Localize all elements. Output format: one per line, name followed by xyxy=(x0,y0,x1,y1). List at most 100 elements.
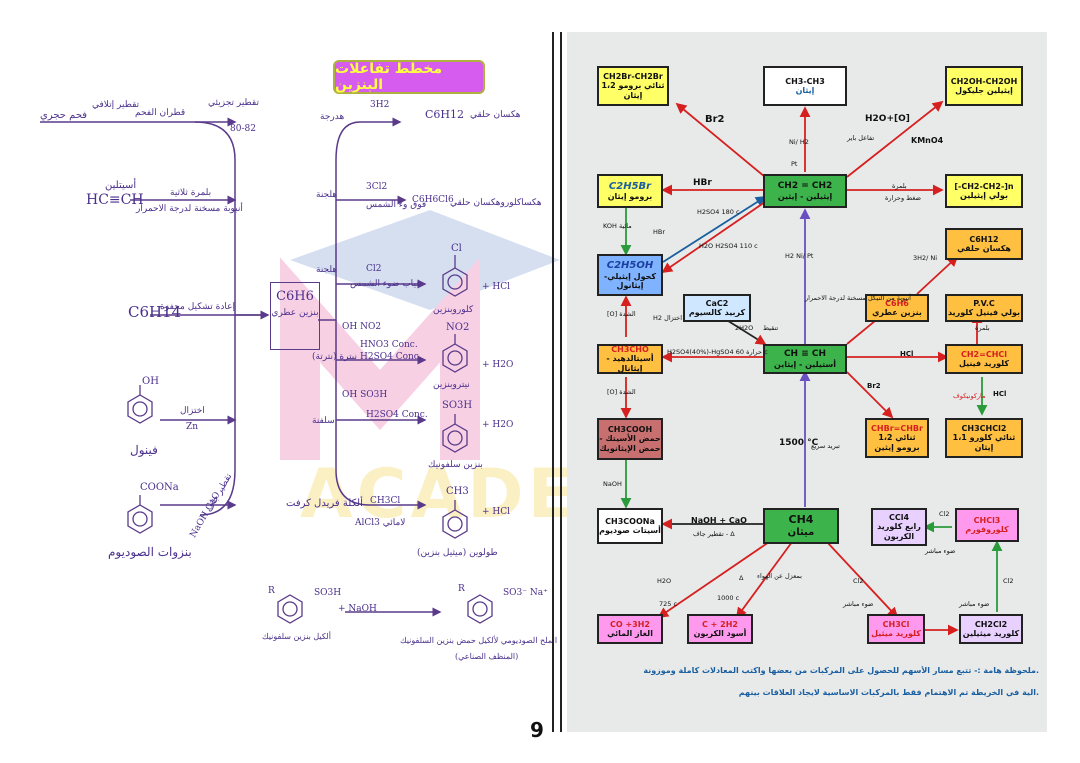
lbl-h2o-h2so4: H2O H2SO4 110 c xyxy=(699,242,758,250)
ch3-group: CH3 xyxy=(446,486,469,497)
h2so4-reagent-2: H2SO4 Conc. xyxy=(366,410,428,420)
cac2-formula: CaC2 xyxy=(705,298,729,308)
watergas-formula: CO +3H2 xyxy=(610,619,650,629)
lbl-h2o: H2O xyxy=(657,577,672,585)
detergent-note: (المنظف الصناعي) xyxy=(455,652,519,661)
glycol-formula: CH2OH-CH2OH xyxy=(950,76,1018,86)
left-page: ACADEMY مخطط تفاعلات البنزين xyxy=(40,60,699,742)
trimerization-label: بلمرة ثلاثية xyxy=(170,188,212,198)
dichloromethane-formula: CH2Cl2 xyxy=(974,619,1008,629)
benzene-formula: C6H6 xyxy=(276,289,314,304)
acetaldehyde-name: أسيتالدهيد - إيثانال xyxy=(606,354,654,373)
polyethylene-formula: [-CH2-CH2-]n xyxy=(954,181,1014,191)
lbl-hgso4: H2SO4(40%)-HgSO4 حرارة 60 c xyxy=(667,348,768,356)
lbl-cl2a: Cl2 xyxy=(939,510,950,518)
lbl-h2o-o: H2O+[O] xyxy=(865,114,910,124)
lbl-br2b: Br2 xyxy=(867,382,881,390)
cl2-3-reagent: 3Cl2 xyxy=(366,182,388,192)
lbl-1000: 1000 c xyxy=(717,594,740,602)
lbl-o-sharp2: [O] الشدة xyxy=(607,388,636,396)
coal-label: فحم حجري xyxy=(40,110,88,121)
lbl-1500: 1500 °C xyxy=(779,438,819,448)
detergent-name: الملح الصوديومي لألكيل حمض بنزين السلفون… xyxy=(400,636,558,645)
polyethylene-name: بولي إيثيلين xyxy=(960,191,1008,200)
r-group-1: R xyxy=(268,586,275,596)
dichloromethane-name: كلوريد ميثيلين xyxy=(962,629,1020,638)
red-hot-tube-label: أنبوبة مسخنة لدرجة الاحمرار xyxy=(136,204,243,214)
fractional-distill-label: تقطير تجزيئي xyxy=(208,98,259,108)
benzenesulfonic-name: بنزين سلفونيك xyxy=(428,460,483,470)
ethanol-formula: C2H5OH xyxy=(606,260,654,272)
lbl-polym: بلمرة xyxy=(892,182,907,190)
page-divider xyxy=(552,32,562,732)
lbl-h2-red: H2 اختزال xyxy=(653,314,682,322)
lbl-sun3: ضوء مباشر xyxy=(959,600,990,608)
lbl-sun2: ضوء مباشر xyxy=(843,600,874,608)
acetic-name: حمض الأسيتك - حمض الإيثانويك xyxy=(599,434,661,453)
methylchloride-formula: CH3Cl xyxy=(882,619,910,629)
vinyl-name: كلوريد فينيل xyxy=(958,359,1010,368)
zn-label: Zn xyxy=(186,422,199,432)
ccl4-formula: CCl4 xyxy=(888,513,910,523)
cyclohexane-name-r: هكسان حلقي xyxy=(957,244,1011,253)
lbl-cl2c: Cl2 xyxy=(853,577,864,585)
h2-reagent: 3H2 xyxy=(370,100,390,110)
halogenation-label-1: هلجنة xyxy=(316,190,338,200)
right-arrows xyxy=(620,100,1003,636)
lbl-polym2: بلمرة xyxy=(975,324,990,332)
no-sunlight-label: غياب ضوء الشمس xyxy=(350,279,421,289)
note-1: ملحوظة هامة :- تتبع مسار الأسهم للحصول ع… xyxy=(643,666,1039,675)
no2-group: NO2 xyxy=(446,322,470,333)
lbl-markov: ماركونيكوف xyxy=(953,392,986,400)
h2so4-reagent-1: H2SO4 Conc. xyxy=(360,352,422,362)
lbl-nih2: Ni/ H2 xyxy=(789,138,809,146)
lbl-o-sharp: [O] الشدة xyxy=(607,310,636,318)
phenol-oh: OH xyxy=(142,376,159,387)
lbl-naoh-cao: NaOH + CaO xyxy=(691,516,747,525)
dichloroethane-formula: CH3CHCl2 xyxy=(961,424,1007,434)
lbl-kmno4: KMnO4 xyxy=(911,136,944,145)
note-2: الية في الخريطة تم الاهتمام فقط بالمركبا… xyxy=(738,688,1039,697)
h2o-byproduct-1: + H2O xyxy=(482,360,514,370)
naoh-reagent: + NaOH xyxy=(338,604,377,614)
reduction-label: اختزال xyxy=(180,406,205,416)
cl2-reagent: Cl2 xyxy=(366,264,382,274)
reforming-label: إعادة تشكيل محفزة xyxy=(160,302,235,312)
ccl4-name: رابع كلوريد الكربون xyxy=(877,522,921,541)
vinyl-formula: CH2=CHCl xyxy=(960,349,1007,359)
hcl-byproduct-1: + HCl xyxy=(482,282,511,292)
benzene-box: C6H6 بنزين عطري xyxy=(270,282,320,350)
ch3cl-reagent: CH3Cl xyxy=(370,496,401,506)
lbl-sun: ضوء مباشر xyxy=(925,547,956,555)
lbl-h2so4-180: H2SO4 180 c xyxy=(697,208,740,216)
cl-group: Cl xyxy=(451,243,462,254)
methylchloride-name: كلوريد ميثيل xyxy=(871,629,921,638)
lbl-br2: Br2 xyxy=(705,114,725,125)
methane-name: ميثان xyxy=(787,526,815,538)
acetylene-formula: HC≡CH xyxy=(86,192,144,208)
so3h-group: SO3H xyxy=(442,400,473,411)
chloroform-name: كلوروفورم xyxy=(965,525,1009,534)
cyclohexane-name: هكسان حلقي xyxy=(470,110,521,120)
phenol-name: فينول xyxy=(130,443,158,457)
ethylene-name: إيثيلين - إيثين xyxy=(777,191,833,201)
cyclohexane-formula: C6H12 xyxy=(425,108,465,121)
glycol-name: إيثيلين جليكول xyxy=(955,86,1013,95)
lbl-h2-ni-pt: H2 Ni/ Pt xyxy=(785,252,814,260)
lbl-tube: أنبوبة من النيكل مسخنة لدرجة الاحمرار xyxy=(805,294,911,302)
cac2-name: كربيد كالسيوم xyxy=(688,308,746,317)
hexane-formula: C6H14 xyxy=(128,303,182,321)
